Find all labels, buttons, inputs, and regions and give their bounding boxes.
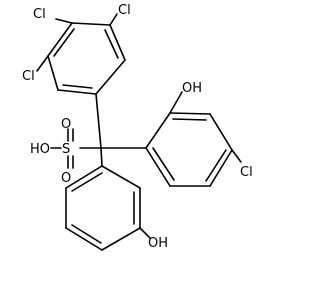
bond (95, 59, 126, 95)
chemical-structure: Cl Cl Cl OH Cl HO S O O OH (22, 3, 253, 251)
bond (139, 227, 151, 239)
oxygen-label: O (61, 171, 71, 186)
bond (145, 147, 171, 187)
bond (109, 13, 118, 26)
central-carbon-bonds (79, 93, 147, 167)
oxygen-label: O (61, 117, 71, 132)
bond (172, 118, 207, 121)
bond (101, 227, 141, 251)
bond (47, 22, 73, 57)
bond (47, 55, 59, 91)
hydroxyl-label: OH (148, 236, 168, 251)
trichlorophenyl-ring (47, 22, 126, 95)
bond (36, 55, 49, 72)
bond (55, 18, 73, 24)
bond (62, 84, 93, 89)
chlorine-label: Cl (118, 3, 131, 18)
bond (95, 93, 102, 149)
bond (65, 165, 103, 189)
chlorine-label: Cl (33, 7, 46, 22)
bond (71, 172, 103, 192)
bond (209, 113, 233, 151)
hydroxyl-label: OH (182, 81, 202, 96)
bond (57, 89, 97, 95)
bond (100, 147, 103, 167)
bond (205, 149, 227, 182)
bond (65, 227, 103, 251)
substituent-bonds (36, 13, 242, 239)
sulfur-label: S (62, 142, 70, 157)
chlorohydroxyphenyl-ring (145, 112, 233, 187)
chlorine-label: Cl (240, 165, 253, 180)
hydroxyphenyl-ring (65, 165, 141, 251)
sulfonic-acid-bonds (50, 128, 74, 169)
bond (53, 28, 75, 57)
bond (104, 29, 119, 59)
bond (71, 22, 111, 26)
bond (152, 147, 175, 181)
chlorine-label: Cl (22, 69, 35, 84)
bond (101, 165, 141, 189)
bond (231, 149, 242, 163)
bond (109, 24, 126, 61)
bond (169, 112, 211, 115)
bond (71, 224, 102, 244)
bond (169, 91, 183, 114)
sulfonic-hydroxyl-label: HO (30, 142, 50, 157)
bond (209, 149, 233, 187)
bond (145, 112, 171, 149)
